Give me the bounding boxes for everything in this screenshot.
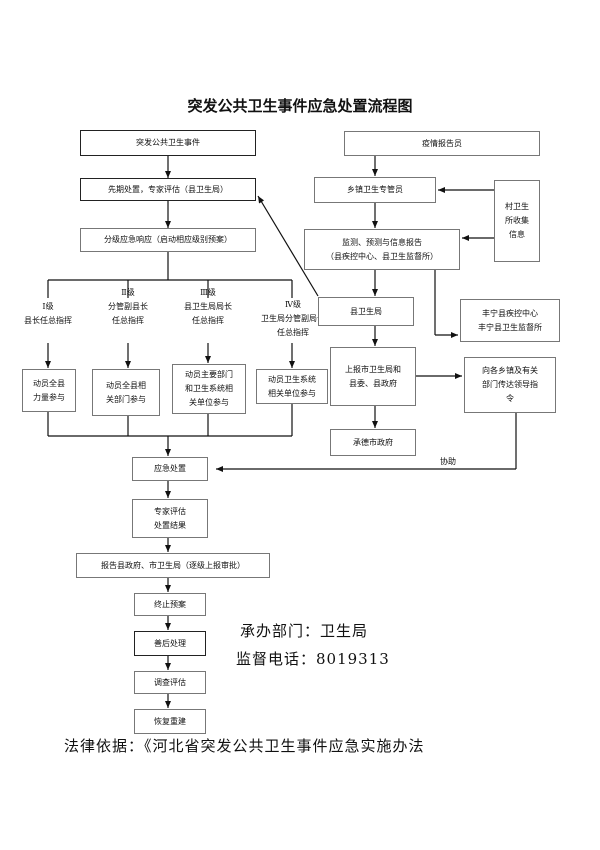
village-clinic-box: 村卫生 所收集 信息 bbox=[494, 180, 540, 262]
page-title: 突发公共卫生事件应急处置流程图 bbox=[187, 97, 413, 115]
county-health-bureau-box: 县卫生局 bbox=[318, 297, 414, 326]
level-1-action-box: 动员全县 力量参与 bbox=[22, 369, 76, 412]
level-4-action-box: 动员卫生系统 相关单位参与 bbox=[256, 369, 328, 404]
emergency-disposal-box: 应急处置 bbox=[132, 457, 208, 481]
city-government-box: 承德市政府 bbox=[330, 429, 416, 456]
level-1-label: Ⅰ级 县长任总指挥 bbox=[24, 302, 72, 325]
level-3-label: Ⅲ级 县卫生局局长 任总指挥 bbox=[184, 288, 232, 325]
level-2-label: Ⅱ级 分管副县长 任总指挥 bbox=[108, 288, 148, 325]
level-2-action-box: 动员全县相 关部门参与 bbox=[92, 369, 160, 416]
dept-text: 承办部门：卫生局 bbox=[240, 622, 369, 640]
level-3-action-box: 动员主要部门 和卫生系统相 关单位参与 bbox=[172, 364, 246, 414]
report-box: 报告县政府、市卫生局（逐级上报审批） bbox=[76, 553, 270, 578]
monitoring-box: 监测、预测与信息报告 （县疾控中心、县卫生监督所） bbox=[304, 229, 460, 270]
initial-disposal-box: 先期处置，专家评估（县卫生局） bbox=[80, 178, 256, 201]
instruct-box: 向各乡镇及有关 部门传达领导指 令 bbox=[464, 357, 556, 413]
expert-evaluation-box: 专家评估 处置结果 bbox=[132, 499, 208, 538]
report-up-box: 上报市卫生局和 县委、县政府 bbox=[330, 347, 416, 406]
aftermath-box: 善后处理 bbox=[134, 631, 206, 656]
township-officer-box: 乡镇卫生专管员 bbox=[314, 177, 436, 203]
reporter-box: 疫情报告员 bbox=[344, 131, 540, 156]
restore-box: 恢复重建 bbox=[134, 709, 206, 734]
event-box: 突发公共卫生事件 bbox=[80, 130, 256, 156]
law-text: 法律依据：《河北省突发公共卫生事件应急实施办法 bbox=[64, 737, 425, 755]
investigation-box: 调查评估 bbox=[134, 671, 206, 694]
level-4-label: Ⅳ级 卫生局分管副局长 任总指挥 bbox=[261, 300, 325, 337]
terminate-plan-box: 终止预案 bbox=[134, 593, 206, 616]
cdc-supervision-box: 丰宁县疾控中心 丰宁县卫生监督所 bbox=[460, 299, 560, 342]
graded-response-box: 分级应急响应（启动相应级别预案） bbox=[80, 228, 256, 252]
assist-label: 协助 bbox=[440, 457, 456, 466]
phone-text: 监督电话：8019313 bbox=[236, 650, 390, 668]
